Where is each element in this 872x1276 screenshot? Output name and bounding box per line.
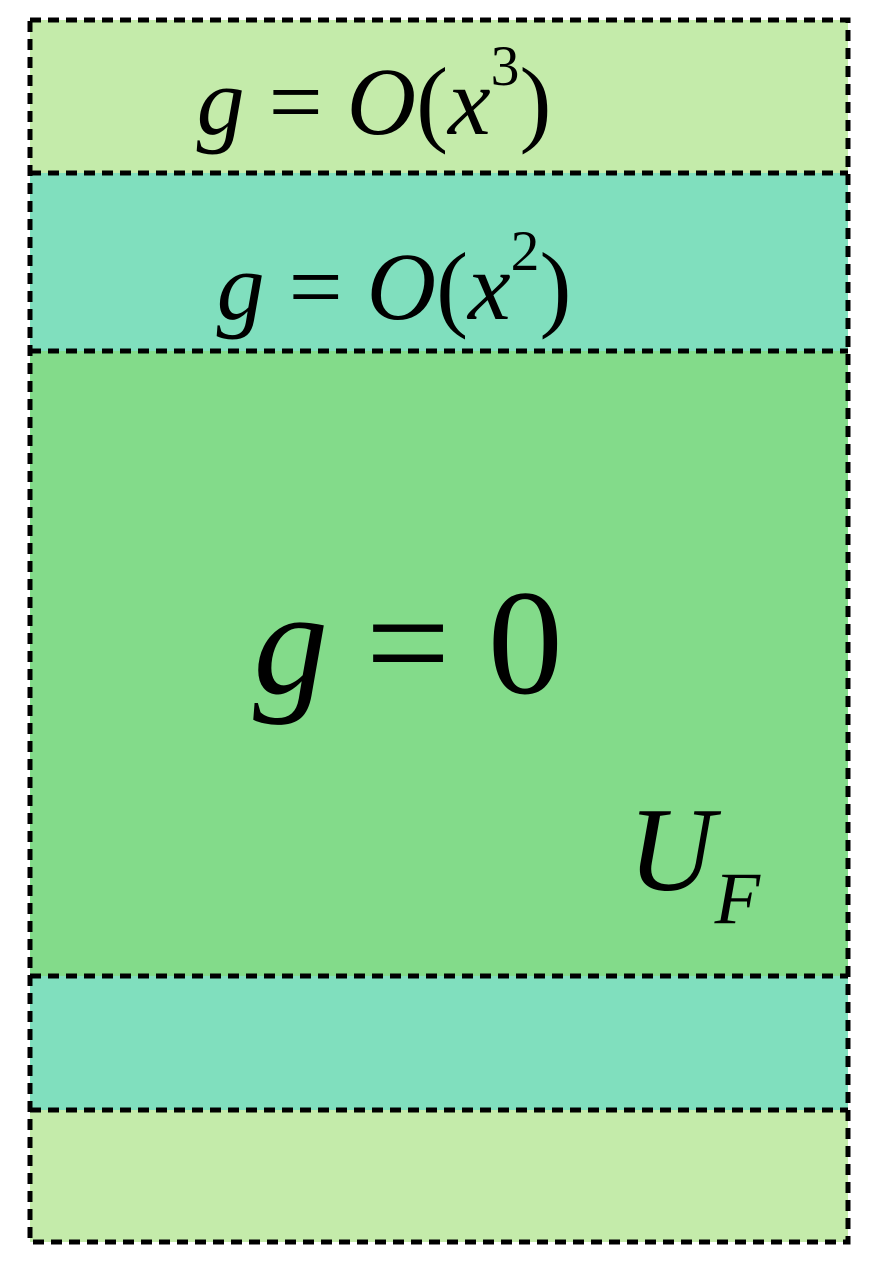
- region-base: U: [628, 783, 715, 916]
- label-value: 0: [487, 560, 563, 726]
- label-close-paren: ): [519, 47, 552, 155]
- region-subscript: F: [714, 858, 761, 941]
- label-g-order-x-squared: g = O(x2): [0, 223, 830, 335]
- band-bottom-outer: [30, 1110, 848, 1242]
- label-exponent: 3: [490, 35, 520, 98]
- label-var: x: [448, 47, 491, 155]
- band-bottom-inner: [30, 976, 848, 1110]
- label-func: O: [346, 47, 417, 155]
- region-label-uf: UF: [628, 790, 760, 937]
- label-g-order-x-cubed: g = O(x3): [0, 38, 810, 150]
- label-equals: =: [264, 232, 367, 340]
- label-func: O: [366, 232, 437, 340]
- label-g-equals-zero: g = 0: [0, 568, 844, 718]
- label-close-paren: ): [539, 232, 572, 340]
- label-lhs: g: [216, 232, 265, 340]
- label-var: x: [468, 232, 511, 340]
- label-open-paren: (: [436, 232, 469, 340]
- label-lhs: g: [196, 47, 245, 155]
- label-open-paren: (: [416, 47, 449, 155]
- label-equals: =: [328, 560, 488, 726]
- label-exponent: 2: [510, 220, 540, 283]
- label-lhs: g: [253, 560, 329, 726]
- label-equals: =: [244, 47, 347, 155]
